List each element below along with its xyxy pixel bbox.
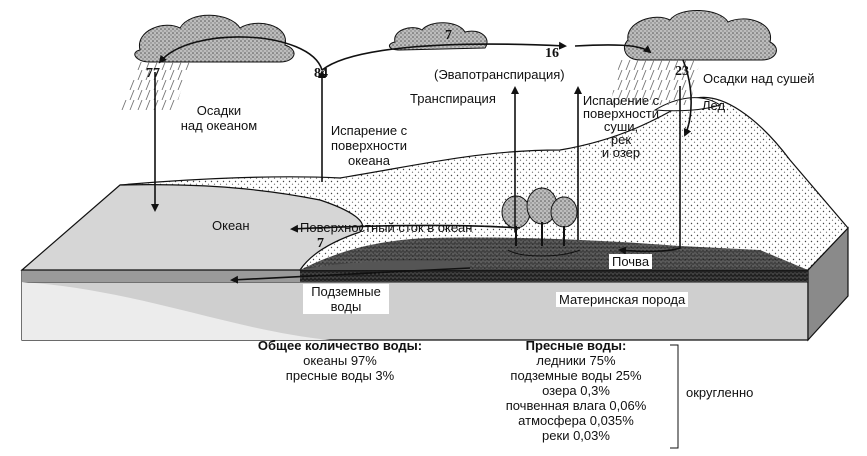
ocean-front xyxy=(22,270,300,282)
list-item: пресные воды 3% xyxy=(285,368,395,383)
surface-runoff-arrow xyxy=(290,224,521,233)
ocean-evaporation-value: 84 xyxy=(314,66,328,81)
fresh-water-title: Пресные воды: xyxy=(525,338,627,353)
arrow-into-precip xyxy=(682,59,692,137)
rounded-note: округленно xyxy=(686,385,754,400)
ocean-precipitation-value: 77 xyxy=(146,66,160,81)
surface-runoff-label: Поверхностный сток в океан xyxy=(300,220,473,235)
bedrock-label: Материнская порода xyxy=(556,292,689,307)
soil-front xyxy=(300,270,808,282)
land-precipitation-value: 23 xyxy=(675,64,689,79)
total-water-list: Общее количество воды: океаны 97% пресны… xyxy=(232,338,448,383)
arrow-to-ocean-cloud xyxy=(158,36,323,71)
trees xyxy=(501,187,581,257)
list-item: реки 0,03% xyxy=(542,428,610,443)
land-evaporation-label: Испарение с поверхности суши, рек и озер xyxy=(582,93,660,160)
list-item: подземные воды 25% xyxy=(510,368,642,383)
transpiration-label: Транспирация xyxy=(410,91,496,106)
atmospheric-transport-arrow xyxy=(321,41,567,71)
cloud-land xyxy=(624,9,777,61)
ocean-precipitation-label: Осадки над океаном xyxy=(180,103,258,133)
soil-label: Почва xyxy=(609,254,653,269)
list-item: озера 0,3% xyxy=(542,383,610,398)
evapotranspiration-label: (Эвапотранспирация) xyxy=(434,67,565,82)
groundwater-flow-arrow xyxy=(230,267,471,284)
evapotranspiration-value: 16 xyxy=(545,46,559,61)
ice-label: Лед xyxy=(702,98,726,113)
list-item: почвенная влага 0,06% xyxy=(505,398,647,413)
total-water-title: Общее количество воды: xyxy=(257,338,423,353)
list-item: атмосфера 0,035% xyxy=(518,413,634,428)
ocean-evaporation-label: Испарение с поверхности океана xyxy=(330,123,408,168)
groundwater-top xyxy=(300,260,470,270)
fresh-water-bracket xyxy=(670,344,679,449)
ocean-surface xyxy=(20,184,364,271)
land-precipitation-label: Осадки над сушей xyxy=(703,71,815,86)
ocean-label: Океан xyxy=(212,218,250,233)
list-item: ледники 75% xyxy=(536,353,616,368)
rain-land xyxy=(610,60,700,105)
arrow-to-land-cloud xyxy=(574,44,652,54)
land-precipitation-arrow xyxy=(618,86,681,255)
atmospheric-transport-value: 7 xyxy=(445,28,452,43)
surface-runoff-value: 7 xyxy=(317,236,324,251)
groundwater-label: Подземные воды xyxy=(303,284,389,314)
fresh-water-list: Пресные воды: ледники 75% подземные воды… xyxy=(484,338,668,443)
groundwater-front xyxy=(22,282,330,340)
list-item: океаны 97% xyxy=(303,353,377,368)
